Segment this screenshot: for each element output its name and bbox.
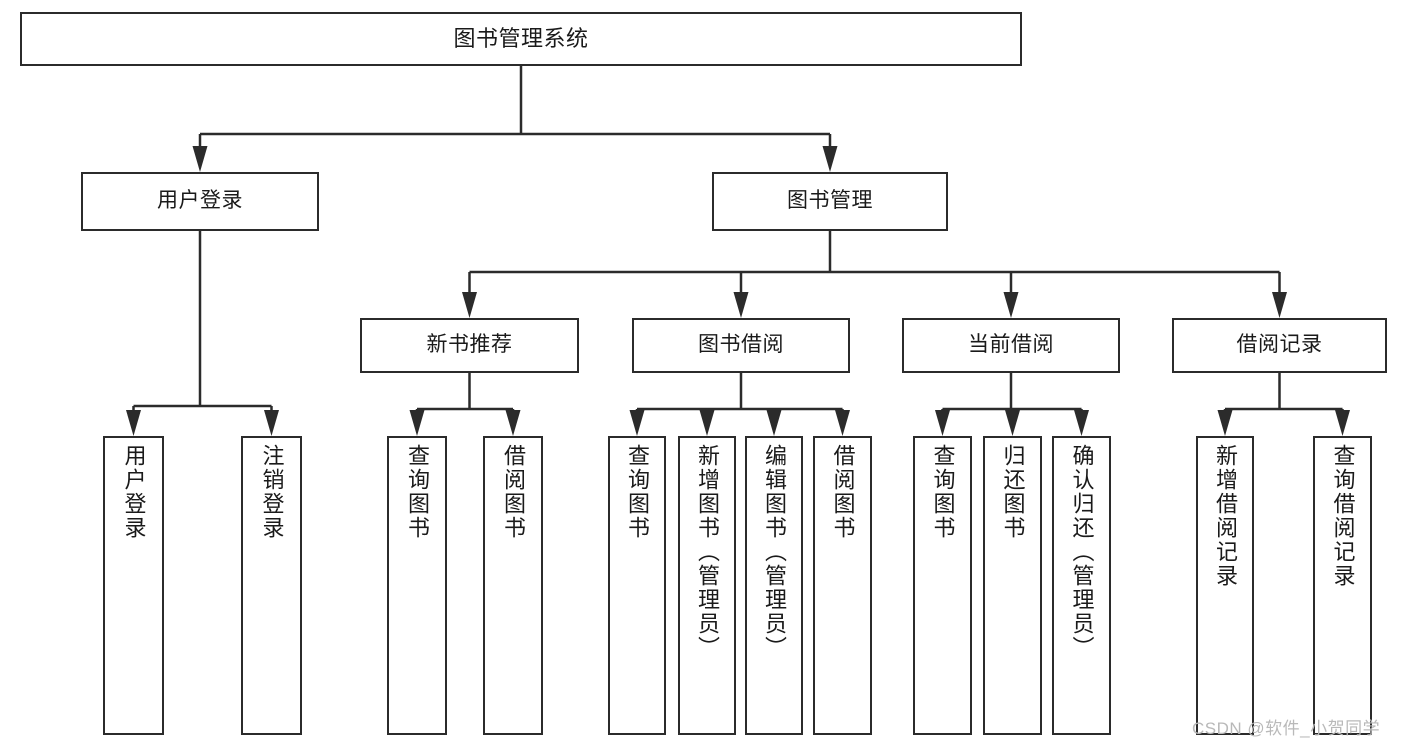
node-root[interactable]: 图书管理系统 <box>20 12 1022 66</box>
node-leaf-add-record[interactable]: 新增借阅记录 <box>1196 436 1254 735</box>
node-label-leaf-add-record: 新增借阅记录 <box>1213 444 1238 588</box>
node-new-book-rec[interactable]: 新书推荐 <box>360 318 579 373</box>
edge-arrowhead-leaf-user-login <box>126 410 141 436</box>
node-leaf-user-login[interactable]: 用户登录 <box>103 436 164 735</box>
edge-arrowhead-leaf-user-logout <box>264 410 279 436</box>
node-label-leaf-add-book: 新增图书（管理员） <box>695 444 720 660</box>
node-label-leaf-borrow-book-2: 借阅图书 <box>830 444 856 540</box>
node-label-leaf-borrow-book-1: 借阅图书 <box>501 444 526 540</box>
edge-arrowhead-leaf-query-book-2 <box>629 410 645 436</box>
node-user-login[interactable]: 用户登录 <box>81 172 319 231</box>
edge-arrowhead-current-borrow <box>1003 292 1019 318</box>
node-leaf-edit-book[interactable]: 编辑图书（管理员） <box>745 436 803 735</box>
edge-arrowhead-leaf-edit-book <box>766 410 782 436</box>
node-book-manage[interactable]: 图书管理 <box>712 172 948 231</box>
edge-arrowhead-leaf-query-record <box>1335 410 1350 436</box>
node-label-book-manage: 图书管理 <box>787 189 873 213</box>
node-book-borrow[interactable]: 图书借阅 <box>632 318 850 373</box>
node-label-leaf-user-logout: 注销登录 <box>259 444 285 540</box>
node-label-leaf-query-book-3: 查询图书 <box>930 444 956 540</box>
edge-arrowhead-leaf-borrow-book-1 <box>505 410 521 436</box>
edge-arrowhead-leaf-confirm-return <box>1074 410 1089 436</box>
node-label-borrow-record: 借阅记录 <box>1236 333 1323 357</box>
node-label-leaf-edit-book: 编辑图书（管理员） <box>762 444 787 660</box>
node-leaf-query-book-3[interactable]: 查询图书 <box>913 436 972 735</box>
node-leaf-user-logout[interactable]: 注销登录 <box>241 436 302 735</box>
node-leaf-add-book[interactable]: 新增图书（管理员） <box>678 436 736 735</box>
node-leaf-borrow-book-2[interactable]: 借阅图书 <box>813 436 872 735</box>
node-label-book-borrow: 图书借阅 <box>698 333 784 357</box>
node-leaf-confirm-return[interactable]: 确认归还（管理员） <box>1052 436 1111 735</box>
node-borrow-record[interactable]: 借阅记录 <box>1172 318 1387 373</box>
node-leaf-query-record[interactable]: 查询借阅记录 <box>1313 436 1372 735</box>
watermark: CSDN @软件_小贺同学 <box>1192 719 1381 738</box>
node-leaf-return-book[interactable]: 归还图书 <box>983 436 1042 735</box>
node-leaf-borrow-book-1[interactable]: 借阅图书 <box>483 436 543 735</box>
node-label-current-borrow: 当前借阅 <box>968 333 1054 357</box>
edge-arrowhead-leaf-query-book-1 <box>409 410 425 436</box>
node-label-leaf-query-record: 查询借阅记录 <box>1330 444 1356 588</box>
node-label-leaf-query-book-1: 查询图书 <box>405 444 430 540</box>
edge-arrowhead-book-manage <box>822 146 838 172</box>
node-label-new-book-rec: 新书推荐 <box>426 333 513 357</box>
edge-arrowhead-leaf-add-record <box>1217 410 1233 436</box>
node-label-leaf-confirm-return: 确认归还（管理员） <box>1069 444 1095 660</box>
edge-arrowhead-user-login <box>192 146 208 172</box>
edge-arrowhead-borrow-record <box>1272 292 1287 318</box>
node-label-user-login: 用户登录 <box>157 189 243 213</box>
node-label-root: 图书管理系统 <box>453 26 589 52</box>
edge-arrowhead-new-book-rec <box>462 292 477 318</box>
edge-arrowhead-leaf-query-book-3 <box>935 410 950 436</box>
edge-arrowhead-leaf-return-book <box>1005 410 1020 436</box>
edge-arrowhead-leaf-borrow-book-2 <box>835 410 850 436</box>
node-label-leaf-return-book: 归还图书 <box>1000 444 1026 540</box>
node-leaf-query-book-2[interactable]: 查询图书 <box>608 436 666 735</box>
node-leaf-query-book-1[interactable]: 查询图书 <box>387 436 447 735</box>
node-label-leaf-user-login: 用户登录 <box>121 444 147 540</box>
node-current-borrow[interactable]: 当前借阅 <box>902 318 1120 373</box>
edge-arrowhead-leaf-add-book <box>699 410 715 436</box>
edge-arrowhead-book-borrow <box>733 292 749 318</box>
node-label-leaf-query-book-2: 查询图书 <box>625 444 650 540</box>
